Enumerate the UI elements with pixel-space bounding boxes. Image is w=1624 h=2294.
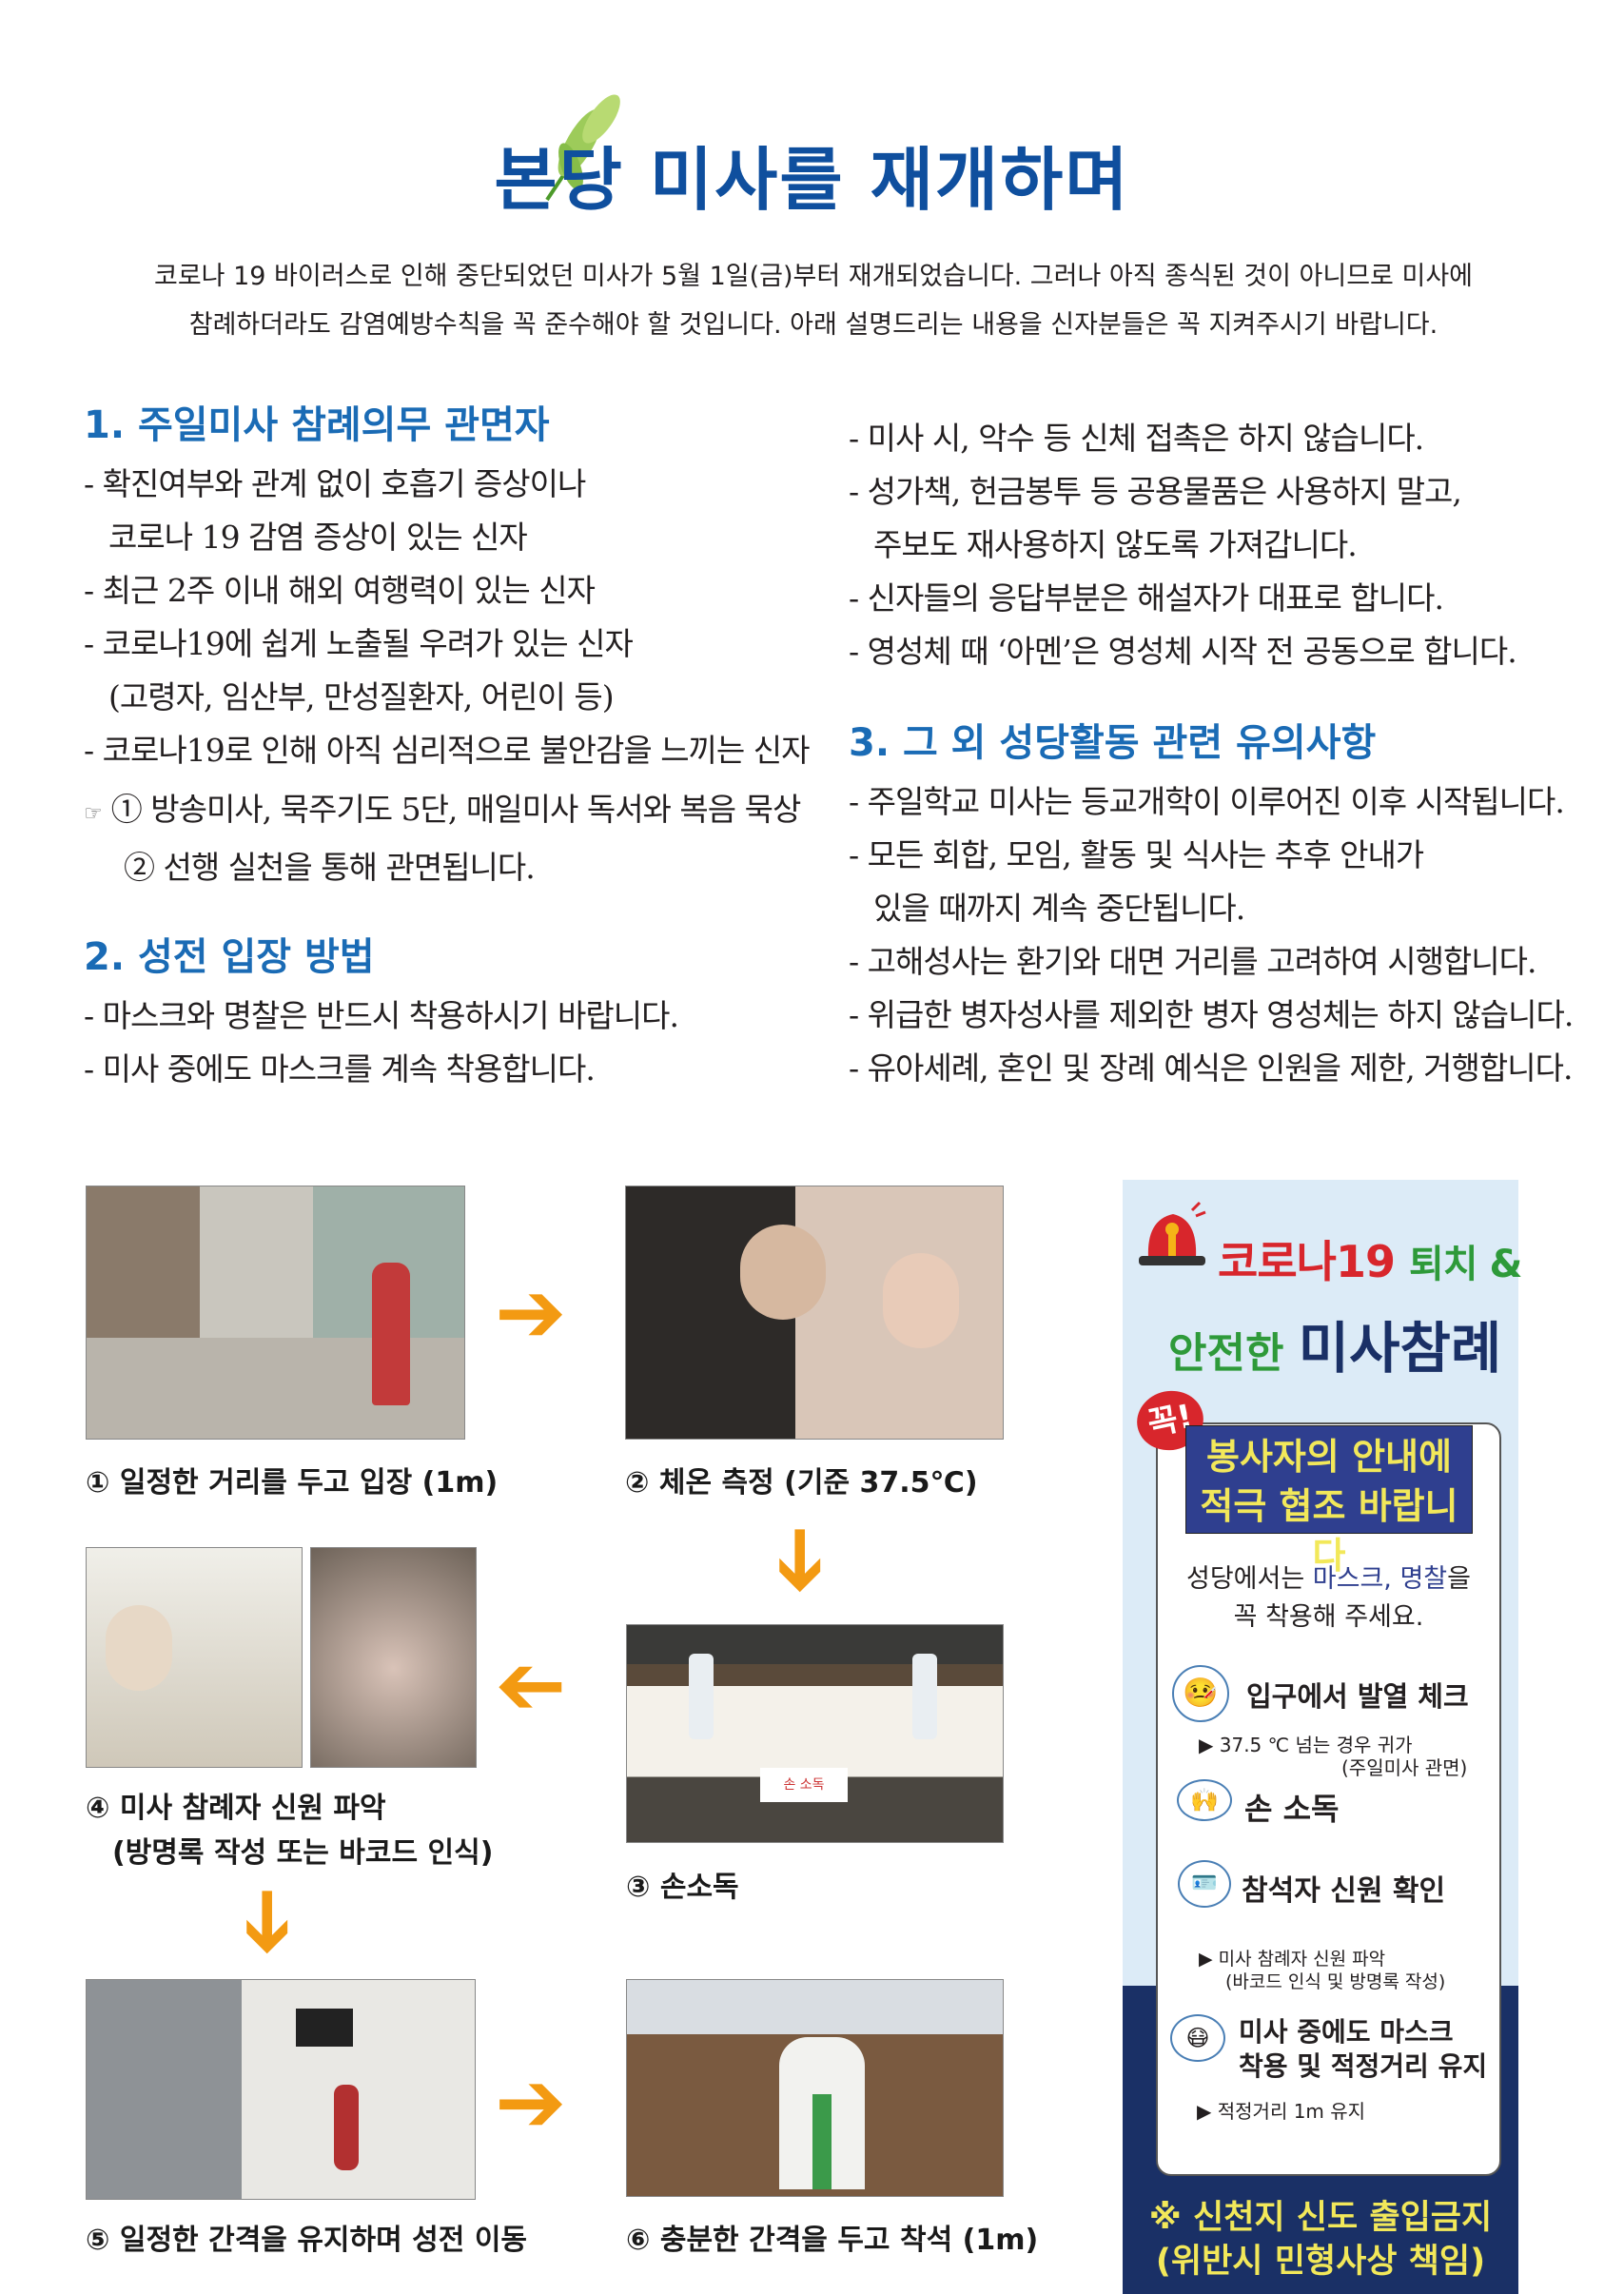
notice-text: 꼭 착용해 주세요. bbox=[1233, 1602, 1424, 1632]
arrow-left-icon: ➔ bbox=[495, 1639, 567, 1739]
masked-person-icon: 😷 bbox=[1170, 2014, 1225, 2062]
footer-line: ※ 신천지 신도 출입금지 bbox=[1148, 2199, 1493, 2237]
list-item: - 위급한 병자성사를 제외한 병자 영성체는 하지 않습니다. bbox=[849, 996, 1574, 1033]
section-2-heading: 2. 성전 입장 방법 bbox=[84, 935, 375, 979]
photo-temperature-check bbox=[625, 1186, 1004, 1440]
item-fever-sub: (주일미사 관면) bbox=[1341, 1756, 1468, 1779]
poster-title-red: 코로나19 bbox=[1218, 1236, 1396, 1287]
step-1-caption: ① 일정한 거리를 두고 입장 (1m) bbox=[86, 1466, 499, 1500]
list-item: 주보도 재사용하지 않도록 가져갑니다. bbox=[873, 526, 1358, 563]
box-line: 적극 협조 바랍니다 bbox=[1200, 1485, 1458, 1577]
item-mask-distance: 미사 중에도 마스크 착용 및 적정거리 유지 bbox=[1239, 2015, 1487, 2084]
photo-barcode-scan bbox=[310, 1547, 477, 1768]
arrow-down-icon: ➔ bbox=[219, 1886, 320, 1958]
poster-title-green: 퇴치 & bbox=[1409, 1243, 1522, 1286]
poster-title-line2: 안전한 미사참례 bbox=[1168, 1304, 1501, 1383]
list-item: - 확진여부와 관계 없이 호흡기 증상이나 bbox=[84, 465, 586, 502]
step-6-caption: ⑥ 충분한 간격을 두고 착석 (1m) bbox=[626, 2224, 1039, 2257]
item-identity-sub: ▶ 미사 참례자 신원 파악 bbox=[1199, 1949, 1386, 1970]
item-mask-line: 미사 중에도 마스크 bbox=[1239, 2016, 1454, 2048]
section-2: 2. 성전 입장 방법 - 마스크와 명찰은 반드시 착용하시기 바랍니다. -… bbox=[84, 931, 679, 1096]
step-2-caption: ② 체온 측정 (기준 37.5℃) bbox=[625, 1466, 978, 1500]
list-item: - 고해성사는 환기와 대면 거리를 고려하여 시행합니다. bbox=[849, 943, 1537, 980]
notice-text: 을 bbox=[1447, 1564, 1471, 1594]
list-item: - 미사 시, 악수 등 신체 접촉은 하지 않습니다. bbox=[849, 420, 1424, 457]
list-item: (고령자, 임산부, 만성질환자, 어린이 등) bbox=[108, 678, 615, 716]
photo-entry-queue bbox=[86, 1186, 465, 1440]
step-4-subcaption: (방명록 작성 또는 바코드 인식) bbox=[112, 1836, 494, 1870]
poster-title-navy: 미사참례 bbox=[1298, 1316, 1502, 1381]
siren-icon bbox=[1139, 1201, 1206, 1265]
list-item: - 최근 2주 이내 해외 여행력이 있는 신자 bbox=[84, 572, 596, 609]
poster-title-line1: 코로나19 퇴치 & bbox=[1218, 1227, 1522, 1290]
photo-hand-sanitizer: 손 소독 bbox=[626, 1624, 1004, 1843]
list-item: - 영성체 때 ‘아멘’은 영성체 시작 전 공동으로 합니다. bbox=[849, 633, 1517, 670]
item-mask-line: 착용 및 적정거리 유지 bbox=[1239, 2050, 1488, 2082]
list-item: - 마스크와 명찰은 반드시 착용하시기 바랍니다. bbox=[84, 997, 679, 1034]
list-item: ① 방송미사, 묵주기도 5단, 매일미사 독서와 복음 묵상 bbox=[110, 791, 802, 828]
section-2-continued: - 미사 시, 악수 등 신체 접촉은 하지 않습니다. - 성가책, 헌금봉투… bbox=[849, 412, 1517, 678]
list-item: 코로나 19 감염 증상이 있는 신자 bbox=[108, 519, 528, 556]
fever-icon: 🤒 bbox=[1172, 1665, 1229, 1722]
page-title: 본당 미사를 재개하며 bbox=[494, 140, 1130, 220]
photo-staircase bbox=[86, 1979, 476, 2200]
volunteer-notice-box: 봉사자의 안내에 적극 협조 바랍니다 bbox=[1185, 1425, 1473, 1577]
item-hand-sanitize: 손 소독 bbox=[1244, 1791, 1340, 1827]
leaf-icon bbox=[545, 94, 620, 202]
sanitizer-sign: 손 소독 bbox=[760, 1768, 848, 1802]
item-identity-sub: (바코드 인식 및 방명록 작성) bbox=[1225, 1971, 1446, 1992]
item-fever-sub: ▶ 37.5 ℃ 넘는 경우 귀가 bbox=[1199, 1734, 1413, 1756]
intro-line: 코로나 19 바이러스로 인해 중단되었던 미사가 5월 1일(금)부터 재개되… bbox=[154, 262, 1473, 291]
section-1: 1. 주일미사 참례의무 관면자 - 확진여부와 관계 없이 호흡기 증상이나 … bbox=[84, 399, 810, 894]
photo-seating bbox=[626, 1979, 1004, 2197]
mask-notice: 성당에서는 마스크, 명찰을 꼭 착용해 주세요. bbox=[1156, 1560, 1501, 1637]
section-1-heading: 1. 주일미사 참례의무 관면자 bbox=[84, 403, 550, 447]
section-3: 3. 그 외 성당활동 관련 유의사항 - 주일학교 미사는 등교개학이 이루어… bbox=[849, 716, 1574, 1095]
list-item: - 미사 중에도 마스크를 계속 착용합니다. bbox=[84, 1050, 596, 1088]
list-item: - 코로나19로 인해 아직 심리적으로 불안감을 느끼는 신자 bbox=[84, 732, 810, 769]
step-4-caption: ④ 미사 참례자 신원 파악 bbox=[86, 1792, 386, 1825]
photo-registration bbox=[86, 1547, 303, 1768]
footer-line: (위반시 민형사상 책임) bbox=[1155, 2243, 1486, 2281]
intro-text: 코로나 19 바이러스로 인해 중단되었던 미사가 5월 1일(금)부터 재개되… bbox=[57, 252, 1570, 349]
item-identity-check: 참석자 신원 확인 bbox=[1242, 1874, 1446, 1908]
step-3-caption: ③ 손소독 bbox=[626, 1871, 739, 1904]
box-line: 봉사자의 안내에 bbox=[1206, 1436, 1452, 1478]
list-item: - 코로나19에 쉽게 노출될 우려가 있는 신자 bbox=[84, 625, 634, 662]
list-item: - 신자들의 응답부분은 해설자가 대표로 합니다. bbox=[849, 579, 1444, 617]
arrow-down-icon: ➔ bbox=[752, 1524, 852, 1597]
list-item: - 모든 회합, 모임, 활동 및 식사는 추후 안내가 bbox=[849, 836, 1424, 873]
id-card-icon: 🪪 bbox=[1178, 1860, 1231, 1908]
poster-title-green: 안전한 bbox=[1168, 1329, 1284, 1378]
section-3-heading: 3. 그 외 성당활동 관련 유의사항 bbox=[849, 721, 1377, 765]
item-mask-sub: ▶ 적정거리 1m 유지 bbox=[1197, 2100, 1366, 2123]
list-item: - 주일학교 미사는 등교개학이 이루어진 이후 시작됩니다. bbox=[849, 783, 1565, 820]
list-item: - 유아세례, 혼인 및 장례 예식은 인원을 제한, 거행합니다. bbox=[849, 1049, 1573, 1087]
notice-highlight: 마스크, 명찰 bbox=[1312, 1564, 1448, 1594]
list-item: - 성가책, 헌금봉투 등 공용물품은 사용하지 말고, bbox=[849, 473, 1462, 510]
notice-text: 성당에서는 bbox=[1185, 1564, 1313, 1594]
step-5-caption: ⑤ 일정한 간격을 유지하며 성전 이동 bbox=[86, 2224, 528, 2257]
list-item: ② 선행 실천을 통해 관면됩니다. bbox=[124, 849, 536, 886]
arrow-right-icon: ➔ bbox=[495, 2052, 567, 2152]
item-fever-check: 입구에서 발열 체크 bbox=[1246, 1680, 1469, 1713]
hand-wash-icon: 🙌 bbox=[1177, 1779, 1232, 1821]
poster-footer-warning: ※ 신천지 신도 출입금지 (위반시 민형사상 책임) bbox=[1123, 2196, 1518, 2284]
pointing-hand-icon: ☞ bbox=[84, 802, 103, 826]
arrow-right-icon: ➔ bbox=[495, 1263, 567, 1363]
intro-line: 참례하더라도 감염예방수칙을 꼭 준수해야 할 것입니다. 아래 설명드리는 내… bbox=[188, 310, 1438, 340]
list-item: 있을 때까지 계속 중단됩니다. bbox=[873, 890, 1245, 927]
